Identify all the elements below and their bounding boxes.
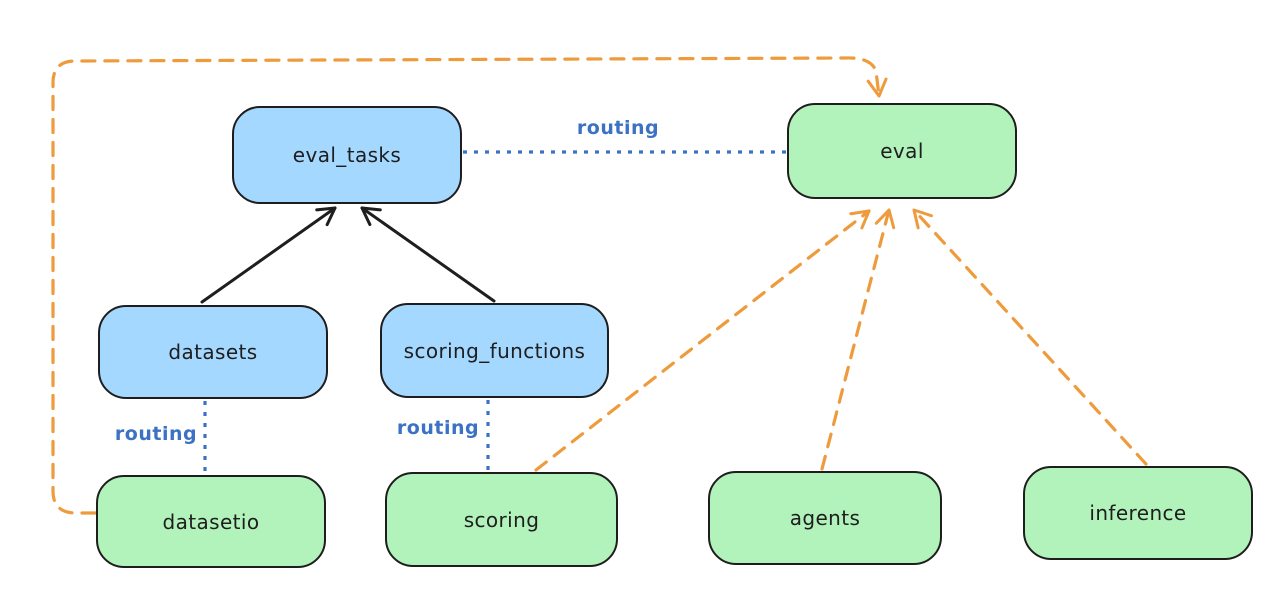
edge-label-routing-datasets-datasetio: routing [114, 423, 198, 445]
edge-scoring-eval [534, 209, 871, 472]
edge-label-routing-scoring-functions-scoring: routing [396, 417, 480, 439]
edge-agents-eval [820, 208, 896, 471]
node-scoring-functions: scoring_functions [380, 303, 609, 398]
node-datasetio: datasetio [96, 475, 326, 568]
node-scoring-label: scoring [463, 507, 540, 532]
node-datasets: datasets [98, 305, 328, 399]
node-eval: eval [787, 103, 1017, 199]
edge-label-routing-eval-tasks-eval: routing [576, 117, 660, 139]
node-datasetio-label: datasetio [162, 509, 260, 534]
edge-datasets-eval-tasks [200, 206, 337, 304]
edge-inference-eval [912, 208, 1148, 466]
node-eval-tasks-label: eval_tasks [292, 143, 402, 167]
node-eval-tasks: eval_tasks [232, 106, 462, 204]
node-agents-label: agents [789, 506, 861, 530]
edge-datasetio-eval [51, 56, 888, 515]
edge-scoring-functions-eval-tasks [360, 206, 496, 303]
node-scoring: scoring [385, 472, 618, 567]
node-scoring-functions-label: scoring_functions [403, 338, 586, 363]
node-inference-label: inference [1089, 501, 1187, 525]
node-datasets-label: datasets [168, 340, 258, 364]
node-agents: agents [708, 471, 942, 565]
node-inference: inference [1023, 466, 1253, 560]
node-eval-label: eval [880, 139, 924, 163]
